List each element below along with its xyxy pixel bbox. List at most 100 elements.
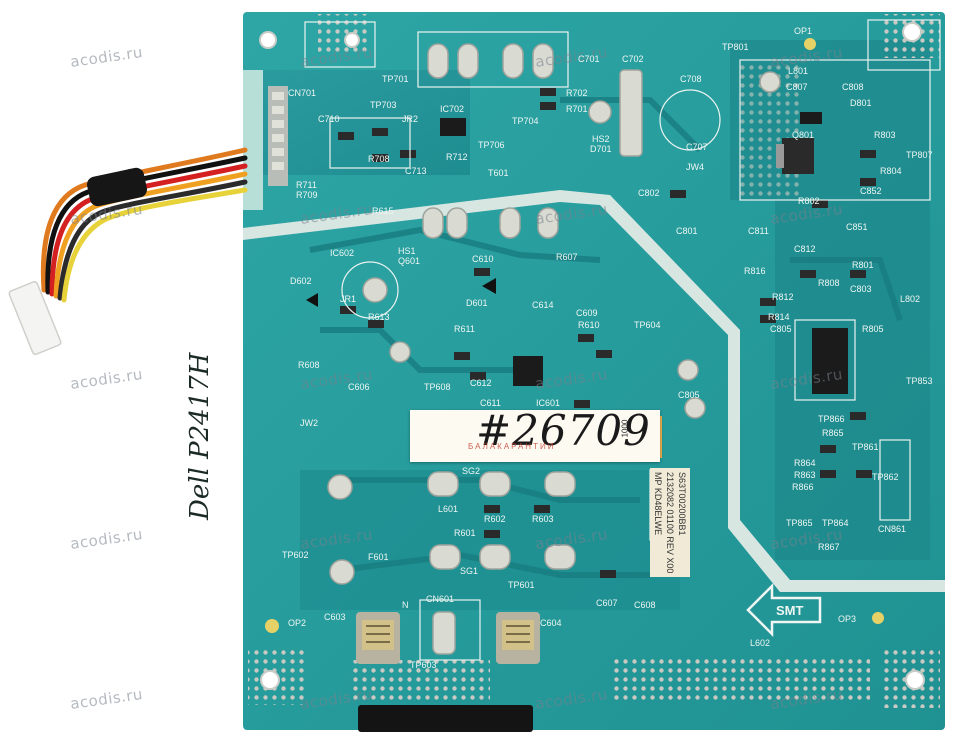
silk-label: C707	[686, 142, 708, 152]
silk-label: R802	[798, 196, 820, 206]
silk-label: JR1	[340, 294, 357, 304]
silk-label: C851	[846, 222, 868, 232]
silk-label: HS2	[592, 134, 610, 144]
silk-label: C702	[622, 54, 644, 64]
silk-label: TP706	[478, 140, 505, 150]
silk-label: C852	[860, 186, 882, 196]
silk-label: C812	[794, 244, 816, 254]
silk-label: TP807	[906, 150, 933, 160]
silk-label: C701	[578, 54, 600, 64]
silk-label: TP601	[508, 580, 535, 590]
board-model-label: S63T00200BB1 2132082 01100 REV X00 MP KD…	[650, 468, 690, 578]
inventory-code: #26709	[476, 406, 651, 455]
silk-label: TP602	[282, 550, 309, 560]
silk-label: CN701	[288, 88, 317, 98]
silk-label: IC602	[330, 248, 355, 258]
silk-label: C805	[678, 390, 700, 400]
silk-label: L602	[750, 638, 771, 648]
silk-label: C614	[532, 300, 554, 310]
silk-label: Q601	[398, 256, 421, 266]
silk-label: TP866	[818, 414, 845, 424]
silk-label: TP853	[906, 376, 933, 386]
silk-label: C713	[405, 166, 427, 176]
silk-label: TP604	[634, 320, 661, 330]
silk-label: R867	[818, 542, 840, 552]
silk-label: R608	[298, 360, 320, 370]
silk-label: TP865	[786, 518, 813, 528]
handwritten-model: Dell P2417H	[185, 352, 215, 520]
isolation-slot	[243, 190, 945, 592]
silk-label: OP3	[838, 614, 857, 624]
silk-label: R607	[556, 252, 578, 262]
silk-label: R865	[822, 428, 844, 438]
silk-label: R602	[484, 514, 506, 524]
sticker-number: 1000	[620, 419, 630, 438]
silk-label: R709	[296, 190, 318, 200]
silk-label: TP801	[722, 42, 749, 52]
silk-label: C606	[348, 382, 370, 392]
silk-label: TP701	[382, 74, 409, 84]
silk-label: R611	[454, 324, 475, 334]
silk-label: TP861	[852, 442, 879, 452]
silk-label: SG1	[460, 566, 479, 576]
silk-label: R808	[818, 278, 840, 288]
silk-label: C805	[770, 324, 792, 334]
silk-label: F601	[368, 552, 389, 562]
silk-label: R711	[296, 180, 317, 190]
silk-label: C608	[634, 600, 656, 610]
silk-label: T601	[488, 168, 509, 178]
fuse-clips	[356, 612, 540, 664]
silk-label: C811	[748, 226, 769, 236]
silk-label: N	[402, 600, 409, 610]
silk-label: C708	[680, 74, 702, 84]
silk-label: IC601	[536, 398, 561, 408]
silk-label: R812	[772, 292, 794, 302]
silk-label: R866	[792, 482, 814, 492]
mounting-holes	[259, 22, 925, 690]
silk-label: CN861	[878, 524, 907, 534]
silk-label: TP608	[424, 382, 451, 392]
silk-label: C603	[324, 612, 346, 622]
silk-label: R803	[874, 130, 896, 140]
silk-label: C611	[480, 398, 501, 408]
silk-label: D602	[290, 276, 312, 286]
ac-connector-housing	[358, 705, 533, 732]
silk-label: C802	[638, 188, 660, 198]
silk-label: TP704	[512, 116, 539, 126]
op-dots	[265, 38, 884, 633]
silk-label: R804	[880, 166, 902, 176]
silk-label: TP864	[822, 518, 849, 528]
silk-label: R816	[744, 266, 766, 276]
silk-label: IC702	[440, 104, 465, 114]
silk-label: C610	[472, 254, 494, 264]
inventory-sticker: #26709 БАЛАКАРАНТИИ 1000	[410, 406, 660, 462]
left-strip	[243, 70, 263, 210]
corner-pads	[248, 14, 940, 708]
silk-label: TP603	[410, 660, 437, 670]
silk-label: R603	[532, 514, 554, 524]
sticker-small-text: БАЛАКАРАНТИИ	[468, 442, 556, 451]
silk-label: JR2	[402, 114, 419, 124]
smt-label: SMT	[776, 603, 804, 618]
silk-label: JW2	[300, 418, 318, 428]
silk-label: R610	[578, 320, 600, 330]
heat-shrink	[87, 167, 147, 207]
smt-arrow	[746, 582, 822, 638]
smd-components	[306, 88, 876, 578]
silk-label: TP703	[370, 100, 397, 110]
silk-label: R708	[368, 154, 390, 164]
silk-label: R702	[566, 88, 588, 98]
silk-label: R814	[768, 312, 790, 322]
silk-label: R712	[446, 152, 468, 162]
silk-label: C710	[318, 114, 340, 124]
silk-label: R863	[794, 470, 816, 480]
silk-label: HS1	[398, 246, 416, 256]
silk-outlines	[304, 19, 941, 661]
silk-label: C808	[842, 82, 864, 92]
silk-label: R601	[454, 528, 476, 538]
silk-label: OP1	[794, 26, 813, 36]
silk-label: C604	[540, 618, 562, 628]
silk-label: R864	[794, 458, 816, 468]
through-hole-pads	[327, 43, 781, 655]
